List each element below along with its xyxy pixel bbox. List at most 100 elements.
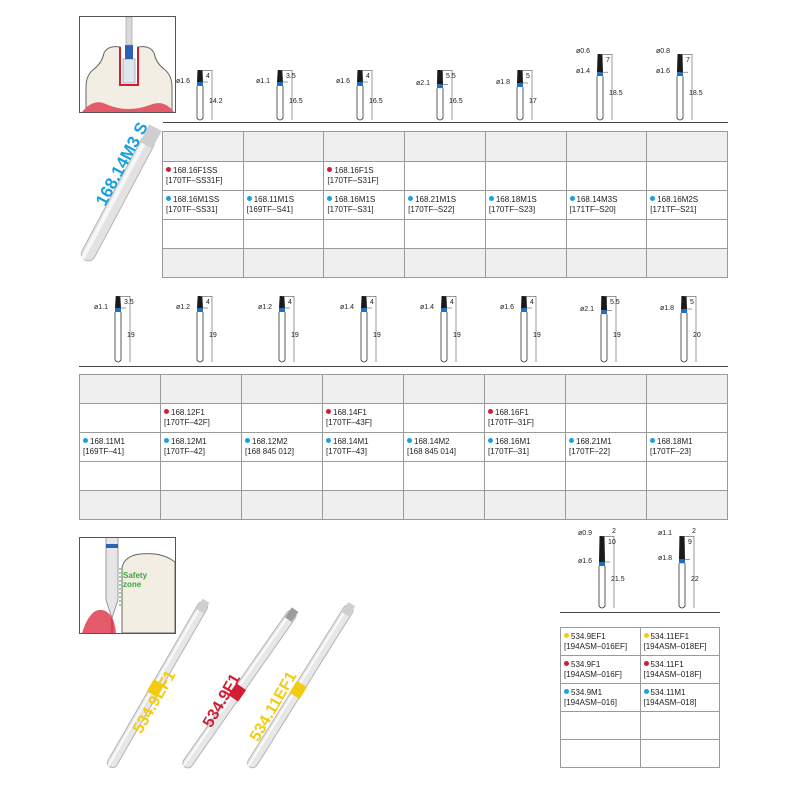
product-cell: 168.11M1S[169TF–S41] xyxy=(242,190,325,220)
product-ref: [170TF–23] xyxy=(650,447,691,456)
blue-dot-icon xyxy=(643,688,649,694)
dimension-label: 10 xyxy=(608,539,616,546)
empty-cell xyxy=(404,248,486,278)
product-ref: [170TF–42F] xyxy=(164,418,210,427)
dimension-label: 17 xyxy=(529,97,537,105)
product-cell: 168.16F1[170TF–31F] xyxy=(484,403,566,433)
product-ref: [194ASM–016EF] xyxy=(564,641,628,651)
empty-cell xyxy=(79,490,161,520)
empty-cell xyxy=(639,711,720,740)
empty-cell xyxy=(484,248,567,278)
dimension-label: ø1.4 xyxy=(420,304,435,311)
product-cell: 534.11F1[194ASM–018F] xyxy=(639,655,720,684)
product-code: 168.14F1 xyxy=(333,408,367,417)
empty-cell xyxy=(323,219,406,249)
empty-cell xyxy=(162,131,244,162)
product-cell: 168.21M1S[170TF–S22] xyxy=(404,190,486,220)
product-cell: 168.16M1SS[170TF–SS31] xyxy=(162,190,244,220)
dimension-label: ø1.6 xyxy=(656,68,671,76)
dimension-label: 4 xyxy=(450,299,454,306)
dimension-label: 4 xyxy=(206,299,210,306)
bur-diagram xyxy=(114,296,131,363)
empty-cell xyxy=(646,403,728,433)
top-illustration-frame xyxy=(79,16,176,113)
blue-dot-icon xyxy=(650,196,656,201)
blue-dot-icon xyxy=(246,196,252,201)
product-cell: 168.16M1S[170TF–S31] xyxy=(323,190,406,220)
product-code: 168.12M2 xyxy=(252,437,288,446)
dimension-label: ø1.6 xyxy=(336,78,351,85)
red-dot-icon xyxy=(643,660,649,666)
product-ref: [170TF–31F] xyxy=(488,418,534,427)
empty-cell xyxy=(322,490,404,520)
product-code: 168.16F1S xyxy=(334,166,374,175)
product-cell: 534.11M1[194ASM–018] xyxy=(639,683,720,712)
empty-cell xyxy=(404,131,486,162)
section2-table: 168.12F1[170TF–42F]168.14F1[170TF–43F]16… xyxy=(79,374,728,520)
blue-dot-icon xyxy=(564,688,569,694)
product-cell: 168.14M1[170TF–43] xyxy=(322,432,404,462)
dimension-label: 19 xyxy=(209,332,217,340)
section2-rule xyxy=(79,366,728,367)
dimension-label: ø0.8 xyxy=(656,48,671,55)
product-cell: 168.16F1S[170TF–S31F] xyxy=(323,161,406,191)
empty-cell xyxy=(323,248,406,278)
empty-cell xyxy=(565,403,647,433)
bur-diagram xyxy=(516,70,533,121)
product-cell: 168.16M1[170TF–31] xyxy=(484,432,566,462)
bur-168-14m3s-illustration xyxy=(80,124,162,262)
dimension-label: 4 xyxy=(206,73,210,80)
table-row xyxy=(79,490,728,520)
dimension-label: ø1.8 xyxy=(496,79,511,86)
product-code: 168.12M1 xyxy=(171,437,207,446)
product-code: 168.16M1 xyxy=(495,437,531,446)
dimension-label: 4 xyxy=(366,73,370,80)
product-cell: 168.16F1SS[170TF–SS31F] xyxy=(162,161,244,191)
dimension-label: 5 xyxy=(526,73,530,80)
product-ref: [168 845 012] xyxy=(245,447,294,456)
empty-cell xyxy=(560,711,641,740)
empty-cell xyxy=(403,374,485,404)
dimension-label: 20 xyxy=(693,332,701,340)
red-dot-icon xyxy=(326,409,331,414)
bur-diagram xyxy=(678,536,695,609)
dimension-label: 19 xyxy=(127,332,135,340)
yellow-dot-icon xyxy=(564,632,569,638)
empty-cell xyxy=(565,131,648,162)
dimension-label: ø1.1 xyxy=(94,304,109,311)
empty-cell xyxy=(404,219,486,249)
product-code: 168.16M1SS xyxy=(173,195,220,204)
dimension-label: ø1.1 xyxy=(658,530,673,537)
product-code: 168.14M3S xyxy=(576,195,618,204)
product-ref: [168 845 014] xyxy=(407,447,456,456)
bur-diagram xyxy=(196,70,213,121)
product-ref: [194ASM–016] xyxy=(564,697,617,707)
product-ref: [170TF–SS31F] xyxy=(166,176,223,185)
tooth-cavity-icon xyxy=(82,16,174,113)
dimension-label: 3.5 xyxy=(124,299,134,306)
product-ref: [171TF–S21] xyxy=(650,205,697,214)
blue-dot-icon xyxy=(488,438,493,443)
dimension-label: ø1.1 xyxy=(256,78,271,85)
dimension-label: 5.5 xyxy=(446,73,456,80)
section1-rule xyxy=(163,122,728,123)
product-ref: [194ASM–016F] xyxy=(564,669,622,679)
bur-diagram xyxy=(278,296,295,363)
product-cell: 168.18M1S[170TF–S23] xyxy=(484,190,567,220)
product-ref: [170TF–S23] xyxy=(488,205,536,214)
dimension-label: 7 xyxy=(606,57,610,64)
red-dot-icon xyxy=(164,409,169,414)
product-ref: [194ASM–018] xyxy=(643,697,697,707)
blue-dot-icon xyxy=(408,196,414,201)
blue-dot-icon xyxy=(83,438,88,443)
dimension-label: 19 xyxy=(453,332,461,340)
bur-diagram xyxy=(196,296,213,363)
product-ref: [170TF–43] xyxy=(326,447,367,456)
dimension-label: ø1.6 xyxy=(500,304,515,311)
bur-diagram xyxy=(436,70,453,121)
product-ref: [170TF–S22] xyxy=(408,205,455,214)
empty-cell xyxy=(646,461,728,491)
empty-cell xyxy=(403,403,485,433)
dimension-label: 19 xyxy=(291,332,299,340)
product-code: 168.14M2 xyxy=(414,437,450,446)
